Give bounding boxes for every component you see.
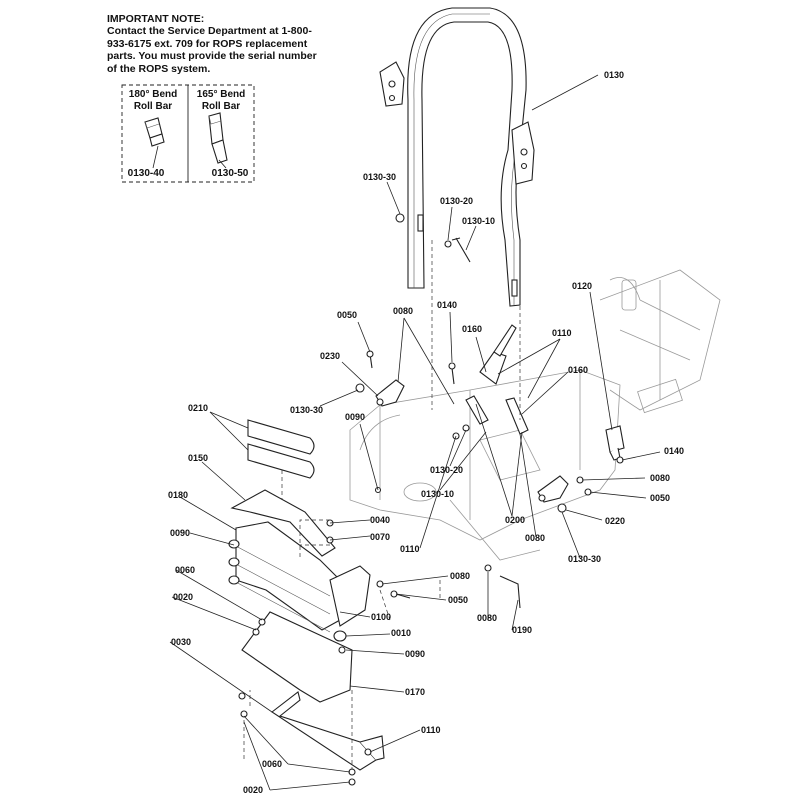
roll-bar-180-icon xyxy=(144,117,165,147)
callout-0130-30-right: 0130-30 xyxy=(568,554,601,564)
callout-0030: 0030 xyxy=(171,637,191,647)
inset-right-part: 0130-50 xyxy=(212,168,249,179)
callout-0150: 0150 xyxy=(188,453,208,463)
callout-0190: 0190 xyxy=(512,625,532,635)
inset-left-part: 0130-40 xyxy=(128,168,165,179)
hardware xyxy=(238,213,624,786)
inset-left-title-2: Roll Bar xyxy=(134,101,172,112)
callout-0110-low: 0110 xyxy=(421,725,441,735)
callout-0210: 0210 xyxy=(188,403,208,413)
callout-0130-10-mid: 0130-10 xyxy=(421,489,454,499)
callout-0120: 0120 xyxy=(572,281,592,291)
seat-belt-assemblies xyxy=(465,324,625,461)
callout-0090-left: 0090 xyxy=(170,528,190,538)
callout-0110-top: 0110 xyxy=(552,328,572,338)
callout-0130-20-top: 0130-20 xyxy=(440,196,473,206)
callout-0200: 0200 xyxy=(505,515,525,525)
callout-0090-low: 0090 xyxy=(405,649,425,659)
callout-0070: 0070 xyxy=(370,532,390,542)
callout-0060-left: 0060 xyxy=(175,565,195,575)
callout-0020-left: 0020 xyxy=(173,592,193,602)
callout-0080-right: 0080 xyxy=(650,473,670,483)
callout-0170: 0170 xyxy=(405,687,425,697)
callout-0020-low: 0020 xyxy=(243,785,263,795)
callout-0100: 0100 xyxy=(371,612,391,622)
callout-0130-30-mid: 0130-30 xyxy=(290,405,323,415)
callout-0130-10-top: 0130-10 xyxy=(462,216,495,226)
mower-frame xyxy=(349,269,721,561)
callout-0050-right: 0050 xyxy=(650,493,670,503)
callout-0230: 0230 xyxy=(320,351,340,361)
callout-0160-b: 0160 xyxy=(568,365,588,375)
callout-0090-mid: 0090 xyxy=(345,412,365,422)
callout-0110-mid: 0110 xyxy=(400,544,420,554)
callout-0180: 0180 xyxy=(168,490,188,500)
callout-0010: 0010 xyxy=(391,628,411,638)
inset-right-title-1: 165° Bend xyxy=(197,89,245,100)
alignment-lines xyxy=(243,240,521,770)
callout-0080-e: 0080 xyxy=(477,613,497,623)
roll-bar-165-icon xyxy=(208,112,228,164)
callout-0220: 0220 xyxy=(605,516,625,526)
inset-right-title-2: Roll Bar xyxy=(202,101,240,112)
hood-assembly xyxy=(228,419,385,771)
inset-left-title-1: 180° Bend xyxy=(129,89,177,100)
callout-0130: 0130 xyxy=(604,70,624,80)
important-note: IMPORTANT NOTE: Contact the Service Depa… xyxy=(107,13,317,75)
callout-0080-d: 0080 xyxy=(450,571,470,581)
callout-0080-top: 0080 xyxy=(393,306,413,316)
callout-0140-top: 0140 xyxy=(437,300,457,310)
callout-0040: 0040 xyxy=(370,515,390,525)
callout-0130-20-mid: 0130-20 xyxy=(430,465,463,475)
note-text: Contact the Service Department at 1-800-… xyxy=(107,25,317,75)
leader-lines xyxy=(169,74,661,791)
callout-0130-30-top: 0130-30 xyxy=(363,172,396,182)
roll-bar-inset: 180° Bend Roll Bar 165° Bend Roll Bar 01… xyxy=(121,84,255,183)
callout-0080-c: 0080 xyxy=(525,533,545,543)
callout-0140-right: 0140 xyxy=(664,446,684,456)
rops-roll-bar xyxy=(379,7,535,307)
callout-0050-low: 0050 xyxy=(448,595,468,605)
rops-mount-plates xyxy=(375,379,569,503)
callout-0060-low: 0060 xyxy=(262,759,282,769)
callout-labels: 0130 0130-30 0130-20 0130-10 0140 0120 0… xyxy=(168,70,684,795)
callout-0050-top: 0050 xyxy=(337,310,357,320)
callout-0160-a: 0160 xyxy=(462,324,482,334)
note-heading: IMPORTANT NOTE: xyxy=(107,13,205,25)
